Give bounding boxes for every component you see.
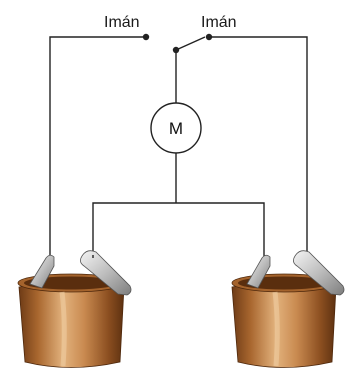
left-cup-body <box>18 281 125 368</box>
switch-pivot-icon <box>172 46 180 54</box>
wires <box>49 36 308 258</box>
wire-junction-bar <box>92 202 265 258</box>
left-lever-electrode-icon <box>80 250 132 296</box>
motor-label: M <box>169 119 183 138</box>
wire-left-magnet <box>49 36 146 258</box>
right-small-electrode-icon <box>246 254 271 289</box>
left-cup-liquid <box>24 276 118 290</box>
left-cup-electrodes <box>29 250 132 296</box>
right-cup-electrodes <box>246 250 345 296</box>
motor-icon: M <box>150 102 202 154</box>
right-lever-electrode-icon <box>293 250 345 296</box>
left-cup-highlight <box>59 291 67 367</box>
right-cup-highlight <box>272 291 280 367</box>
contact-left-icon <box>142 33 150 41</box>
contact-right-icon <box>205 33 213 41</box>
left-small-electrode-icon <box>29 254 55 289</box>
right-cup <box>231 273 337 368</box>
left-cup <box>17 273 125 368</box>
right-cup-body <box>231 281 337 368</box>
magnet-left-label: Imán <box>104 14 140 31</box>
switch-blade <box>175 36 206 51</box>
wire-right-magnet <box>209 36 308 258</box>
magnet-right-label: Imán <box>201 14 237 31</box>
